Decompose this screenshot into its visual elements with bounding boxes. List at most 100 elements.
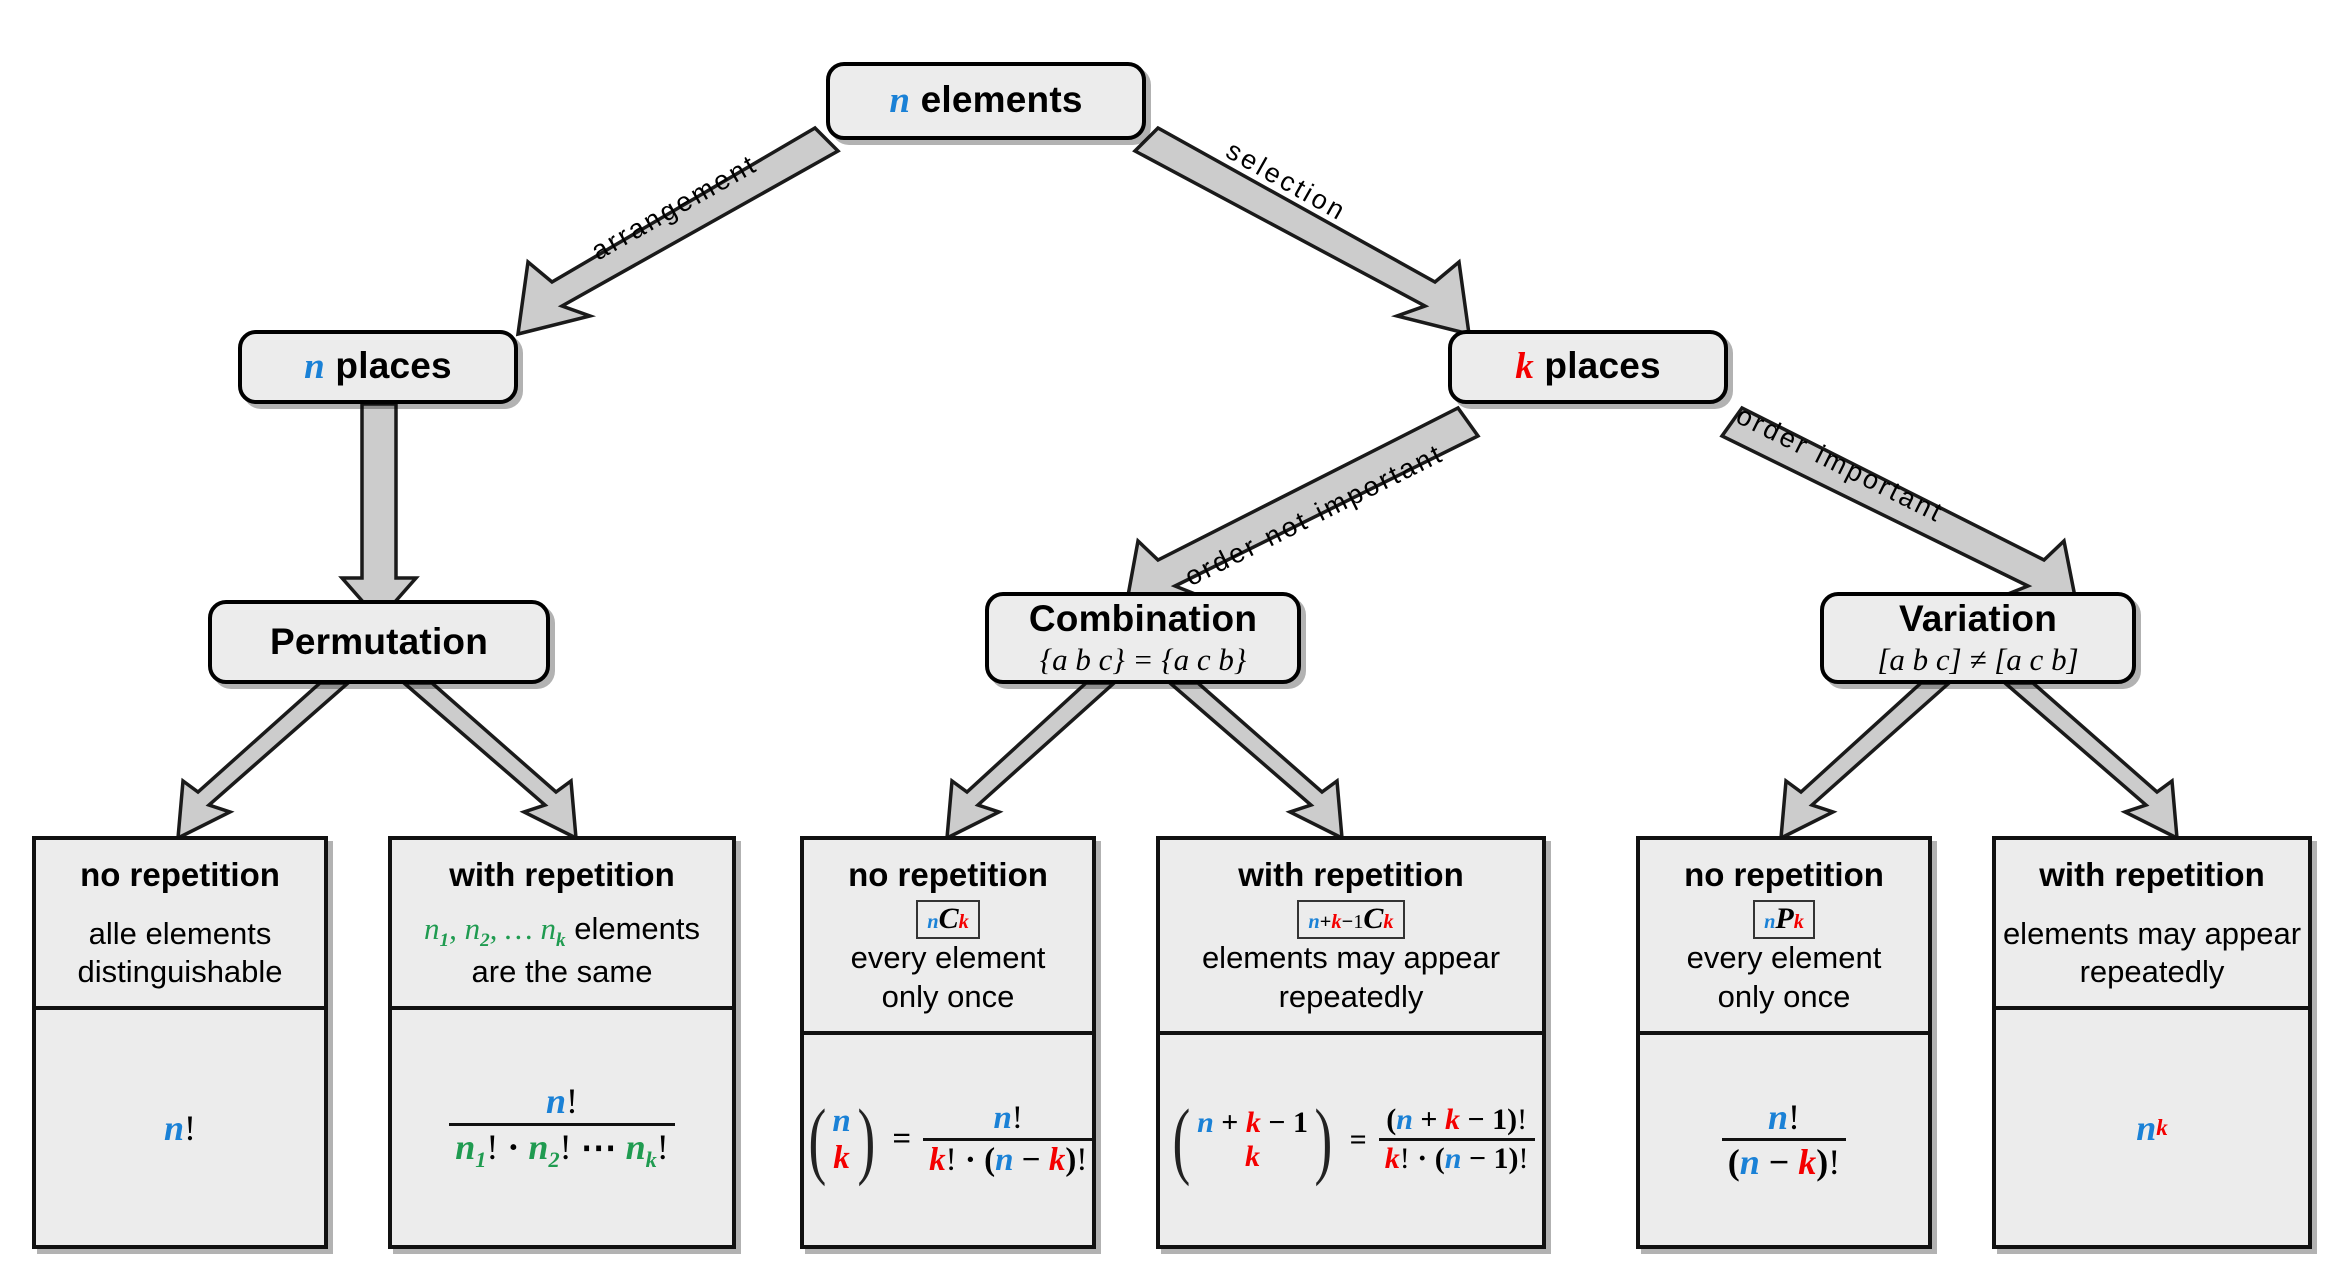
leaf-upper: no repetition nPk every element only onc… [1640,840,1928,1035]
node-combination[interactable]: Combination {a b c} = {a c b} [985,592,1301,684]
binomial-top: n + k − 1 [1197,1106,1308,1140]
leaf-lower: ( n + k − 1 k ) = (n + k − 1)! k! · (n −… [1160,1035,1542,1245]
leaf-upper: with repetition n+k−1Ck elements may app… [1160,840,1542,1035]
variable-k: k [833,1139,850,1176]
leaf-lower: n! (n − k)! [1640,1035,1928,1245]
variable-k: k [1383,910,1394,933]
leaf-desc-line2: are the same [471,954,653,990]
fraction: n! (n − k)! [1721,1096,1847,1183]
node-n-places-label: n places [304,345,452,388]
right-paren: ) [857,1091,875,1188]
node-n-places-text: places [335,345,452,387]
binomial-symbol: ( n + k − 1 k ) [1167,1091,1337,1188]
leaf-desc-line1: every element [1686,940,1882,976]
arrow-n-places-to-permutation [338,402,420,623]
leaf-head: no repetition [80,856,280,893]
equals-sign: = [892,1121,912,1158]
arrow-variation-to-leaf5 [1778,681,1954,841]
node-n-elements[interactable]: n elements [826,62,1146,140]
leaf-variation-with-repetition[interactable]: with repetition elements may appear repe… [1992,836,2312,1249]
fraction-denominator: (n − k)! [1721,1138,1847,1182]
node-permutation[interactable]: Permutation [208,600,550,684]
leaf-head: with repetition [1238,856,1464,893]
leaf-description: elements may appear repeatedly [1154,939,1548,1017]
leaf-permutation-with-repetition[interactable]: with repetition n1, n2, … nk elements ar… [388,836,736,1249]
binomial-stack: n + k − 1 k [1196,1106,1309,1173]
leaf-description: every element only once [798,939,1098,1017]
fraction-numerator: (n + k − 1)! [1386,1103,1528,1137]
edge-label-selection: selection [1221,135,1353,227]
equals-sign: = [1349,1122,1367,1156]
edge-label-order-important: order important [1731,400,1950,529]
formula-binomial-with-repetition: ( n + k − 1 k ) = (n + k − 1)! k! · (n −… [1167,1091,1535,1188]
node-k-places-text: places [1544,345,1661,387]
variable-n-subscripted: n1, n2, … nk [423,911,566,952]
variable-k: k [1793,910,1804,933]
leaf-combination-no-repetition[interactable]: no repetition nCk every element only onc… [800,836,1096,1249]
left-paren: ( [808,1091,826,1188]
variable-n: n [1764,910,1776,933]
fraction-numerator: n! [993,1099,1023,1136]
node-k-places[interactable]: k places [1448,330,1728,404]
variable-k: k [2156,1114,2168,1140]
leaf-combination-with-repetition[interactable]: with repetition n+k−1Ck elements may app… [1156,836,1546,1249]
leaf-desc-line1: alle elements [88,915,272,951]
fraction-denominator: k! · (n − 1)! [1378,1138,1535,1175]
leaf-permutation-no-repetition[interactable]: no repetition alle elements distinguisha… [32,836,328,1249]
edge-label-arrangement: arrangement [586,148,763,267]
fraction: n! k! · (n − k)! [923,1099,1094,1179]
variable-k: k [1245,1139,1261,1173]
node-variation-example: [a b c] ≠ [a c b] [1877,642,2079,678]
node-variation-label: Variation [1898,597,2058,639]
formula-n-factorial: n! [164,1107,196,1149]
binomial-stack: n k [831,1103,851,1177]
notation-subscript: n+k−1 [1308,910,1364,933]
notation-n-plus-k-minus-1-C-k: n+k−1Ck [1297,899,1405,940]
binomial-symbol: ( n k ) [803,1091,881,1188]
leaf-desc-word-elements: elements [574,911,701,947]
arrow-combination-to-leaf4 [1165,681,1345,841]
node-n-elements-label: n elements [889,79,1082,122]
variable-n: n [832,1103,851,1140]
arrow-permutation-to-leaf2 [399,681,579,841]
variable-k: k [958,910,969,933]
node-combination-example: {a b c} = {a c b} [1039,642,1247,678]
variable-n: n [2136,1107,2157,1148]
leaf-desc-line2: repeatedly [2079,954,2225,990]
leaf-head: no repetition [848,856,1048,893]
formula-multiset-permutation: n! n1! · n2! ⋯ nk! [449,1082,675,1172]
node-k-places-label: k places [1515,345,1661,388]
left-paren: ( [1172,1091,1191,1188]
arrow-variation-to-leaf6 [2000,681,2180,841]
arrow-combination-to-leaf3 [944,681,1119,841]
factorial-sign: ! [184,1107,197,1148]
leaf-description: alle elements distinguishable [30,915,330,993]
node-combination-label: Combination [1028,597,1258,639]
leaf-lower: n! n1! · n2! ⋯ nk! [392,1010,732,1245]
node-permutation-label: Permutation [269,620,489,662]
leaf-desc-line2: only once [1717,979,1851,1015]
symbol-P: P [1775,901,1794,935]
leaf-lower: n! [36,1010,324,1245]
leaf-head: with repetition [449,856,675,893]
leaf-lower: ( n k ) = n! k! · (n − k)! [803,1035,1094,1245]
notation-nCk: nCk [916,899,980,940]
formula-binomial-coefficient: ( n k ) = n! k! · (n − k)! [803,1091,1094,1188]
leaf-desc-line1: elements may appear [1201,940,1501,976]
leaf-variation-no-repetition[interactable]: no repetition nPk every element only onc… [1636,836,1932,1249]
leaf-desc-line2: distinguishable [77,954,283,990]
formula-variation-no-repetition: n! (n − k)! [1721,1096,1847,1183]
leaf-description: elements may appear repeatedly [1990,915,2314,993]
node-n-places[interactable]: n places [238,330,518,404]
arrow-root-to-k-places [1132,125,1472,337]
leaf-description: every element only once [1634,939,1934,1017]
leaf-head: with repetition [2039,856,2265,893]
node-variation[interactable]: Variation [a b c] ≠ [a c b] [1820,592,2136,684]
fraction-numerator: n! [1767,1096,1800,1137]
variable-n: n [304,346,325,388]
leaf-desc-line2: only once [881,979,1015,1015]
fraction-denominator: k! · (n − k)! [923,1138,1094,1179]
